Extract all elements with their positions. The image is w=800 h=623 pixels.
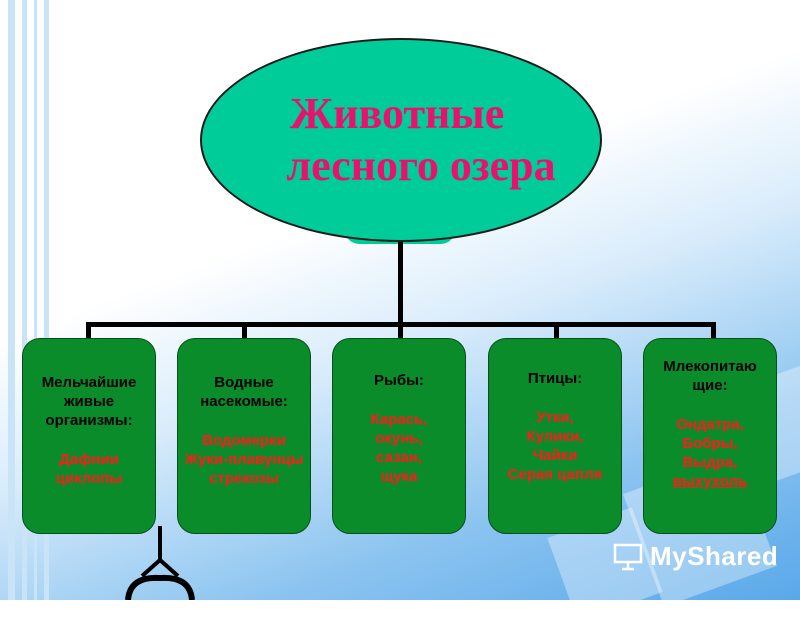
- title-line-1: Животные: [289, 89, 505, 138]
- presentation-icon: [613, 543, 643, 571]
- bg-stripe: [34, 0, 37, 600]
- connector-drop: [554, 322, 559, 340]
- node-items: Карась, окунь, сазан, щука: [370, 411, 428, 485]
- node-fish: Рыбы: Карась, окунь, сазан, щука: [332, 338, 466, 534]
- node-birds: Птицы: Утки, Кулики, Чайки Серая цапля: [488, 338, 622, 534]
- bg-stripe: [44, 0, 49, 600]
- watermark-text: MyShared: [650, 540, 779, 571]
- bg-stripe: [8, 0, 15, 600]
- figure-decoration: [125, 526, 195, 600]
- connector-drop: [398, 322, 403, 340]
- connector-trunk: [398, 242, 403, 326]
- connector-drop: [242, 322, 247, 340]
- connector-drop: [711, 322, 716, 340]
- node-heading: Млекопитаю щие:: [663, 358, 757, 394]
- node-heading: Водные насекомые:: [200, 374, 288, 410]
- node-heading: Рыбы:: [374, 372, 424, 389]
- node-items: Водомерки Жуки-плавунцы стрекозы: [184, 432, 304, 487]
- node-items: Утки, Кулики, Чайки Серая цапля: [507, 409, 603, 483]
- node-items: Ондатра, Бобры, Выдра, выхухоль: [672, 416, 748, 490]
- title-line-2: лесного озера: [286, 141, 556, 190]
- node-heading: Мельчайшие живые организмы:: [41, 374, 137, 429]
- watermark-logo: MyShared: [612, 540, 778, 572]
- node-heading: Птицы:: [527, 370, 583, 387]
- node-items: Дафнии циклопы: [55, 451, 123, 487]
- node-water-insects: Водные насекомые: Водомерки Жуки-плавунц…: [177, 338, 311, 534]
- bg-stripe: [22, 0, 27, 600]
- root-node: Животные лесного озера: [200, 38, 602, 242]
- connector-drop: [86, 322, 91, 340]
- node-tiny-organisms: Мельчайшие живые организмы: Дафнии цикло…: [22, 338, 156, 534]
- node-mammals: Млекопитаю щие: Ондатра, Бобры, Выдра, в…: [643, 338, 777, 534]
